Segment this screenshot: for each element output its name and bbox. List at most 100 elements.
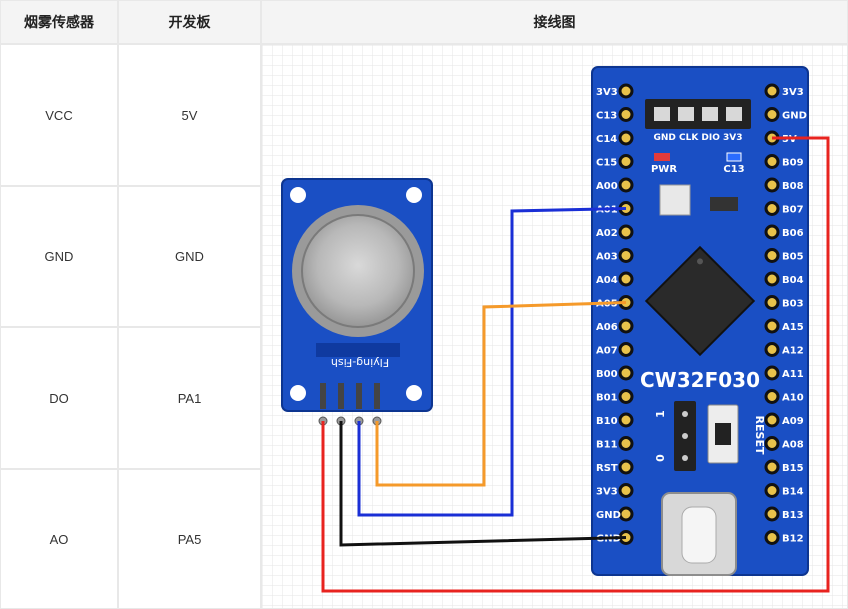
row-gnd-board: GND: [118, 186, 261, 327]
sensor-pin-header: [338, 383, 344, 409]
left-pin-label: GND: [596, 510, 621, 521]
board-name: CW32F030: [640, 368, 760, 392]
row-vcc-board: 5V: [118, 44, 261, 186]
right-pin-pad: [764, 224, 780, 240]
header-pin: [654, 107, 670, 121]
row-ao-board: PA5: [118, 469, 261, 609]
left-pin-label: 3V3: [596, 87, 618, 98]
row-do-board: PA1: [118, 327, 261, 469]
wire-gnd-gnd: [339, 421, 627, 547]
wire-ao-pa5: [375, 301, 627, 487]
right-pin-pad: [764, 318, 780, 334]
sensor-mesh-icon: [301, 214, 415, 328]
sensor-mount-hole: [406, 385, 422, 401]
left-pin-label: 3V3: [596, 487, 618, 498]
mcu-chip-icon: [644, 245, 756, 357]
left-pin-pad: [618, 412, 634, 428]
dev-board: GND CLK DIO 3V3 PWR C13 CW32F030 1 0 RES: [591, 66, 809, 576]
board-header-labels: GND CLK DIO 3V3: [653, 133, 742, 143]
left-pin-pad: [618, 107, 634, 122]
sensor-brand-label: Flying-Fish: [331, 356, 389, 369]
left-pin-label: A02: [596, 228, 618, 239]
right-pin-label: B14: [782, 487, 804, 498]
left-pin-pad: [618, 248, 634, 263]
left-pin-pad: [618, 365, 634, 381]
right-pin-label: B06: [782, 228, 804, 239]
header-diagram: 接线图: [261, 0, 848, 44]
board-header-block: [645, 99, 751, 129]
left-pin-pad: [618, 130, 634, 146]
header-pin: [702, 107, 718, 121]
left-pin-pad: [618, 83, 634, 99]
right-pin-pad: [764, 201, 780, 216]
crystal-icon: [659, 184, 691, 216]
sensor-pin-header: [356, 383, 362, 409]
left-pin-label: A07: [596, 346, 618, 357]
left-pin-pad: [618, 483, 634, 498]
left-pin-label: B10: [596, 416, 618, 427]
sensor-mount-hole: [406, 187, 422, 203]
right-pin-label: A15: [782, 322, 804, 333]
left-pin-label: RST: [596, 463, 618, 474]
sensor-components: [316, 343, 400, 357]
left-pin-pad: [618, 318, 634, 334]
right-pin-pad: [764, 271, 780, 287]
c13-label: C13: [723, 164, 744, 175]
right-pin-label: A09: [782, 416, 804, 427]
left-pin-label: B01: [596, 393, 618, 404]
right-pin-label: 3V3: [782, 87, 804, 98]
right-pin-label: B03: [782, 299, 804, 310]
right-pin-label: B13: [782, 510, 804, 521]
header-pin: [726, 107, 742, 121]
left-pin-pad: [618, 224, 634, 240]
left-pin-pad: [618, 389, 634, 404]
pwr-led-icon: [654, 153, 670, 161]
right-pin-label: B07: [782, 205, 804, 216]
left-pin-pad: [618, 271, 634, 287]
jumper-label-0: 0: [654, 454, 667, 462]
left-pin-pad: [618, 436, 634, 451]
wiring-diagram: Flying-Fish GND CLK DIO 3V3 PWR C13: [262, 45, 847, 608]
right-pin-pad: [764, 459, 780, 475]
left-pin-pad: [618, 342, 634, 357]
right-pin-pad: [764, 248, 780, 263]
smoke-sensor-module: Flying-Fish: [281, 178, 433, 426]
right-pin-label: A12: [782, 346, 804, 357]
left-pin-label: C14: [596, 134, 617, 145]
wire-do-pa1: [357, 207, 627, 517]
c13-led-icon: [726, 152, 742, 162]
right-pin-pad: [764, 389, 780, 404]
right-pin-label: A10: [782, 393, 804, 404]
sensor-mount-hole: [290, 385, 306, 401]
right-pin-label: B04: [782, 275, 804, 286]
left-pin-pad: [618, 459, 634, 475]
reset-label: RESET: [753, 416, 766, 455]
right-pin-label: B09: [782, 158, 804, 169]
wiring-diagram-cell: Flying-Fish GND CLK DIO 3V3 PWR C13: [261, 44, 848, 609]
row-ao-sensor: AO: [0, 469, 118, 609]
sensor-pin-header: [320, 383, 326, 409]
left-pin-label: C13: [596, 111, 617, 122]
right-pin-pad: [764, 342, 780, 357]
right-pin-pad: [764, 107, 780, 122]
row-gnd-sensor: GND: [0, 186, 118, 327]
right-pin-pad: [764, 483, 780, 498]
right-pin-label: B15: [782, 463, 804, 474]
sensor-mount-hole: [290, 187, 306, 203]
right-pin-pad: [764, 412, 780, 428]
right-pin-pad: [764, 154, 780, 169]
regulator-icon: [710, 197, 738, 211]
right-pin-pad: [764, 83, 780, 99]
right-pin-label: B05: [782, 252, 804, 263]
right-pin-pad: [764, 530, 780, 545]
right-pin-pad: [764, 436, 780, 451]
right-pin-label: A08: [782, 440, 804, 451]
sensor-pin-header: [374, 383, 380, 409]
right-pin-label: B08: [782, 181, 804, 192]
left-pin-label: B00: [596, 369, 618, 380]
header-sensor: 烟雾传感器: [0, 0, 118, 44]
left-pin-label: C15: [596, 158, 617, 169]
row-do-sensor: DO: [0, 327, 118, 469]
pwr-label: PWR: [651, 164, 677, 175]
